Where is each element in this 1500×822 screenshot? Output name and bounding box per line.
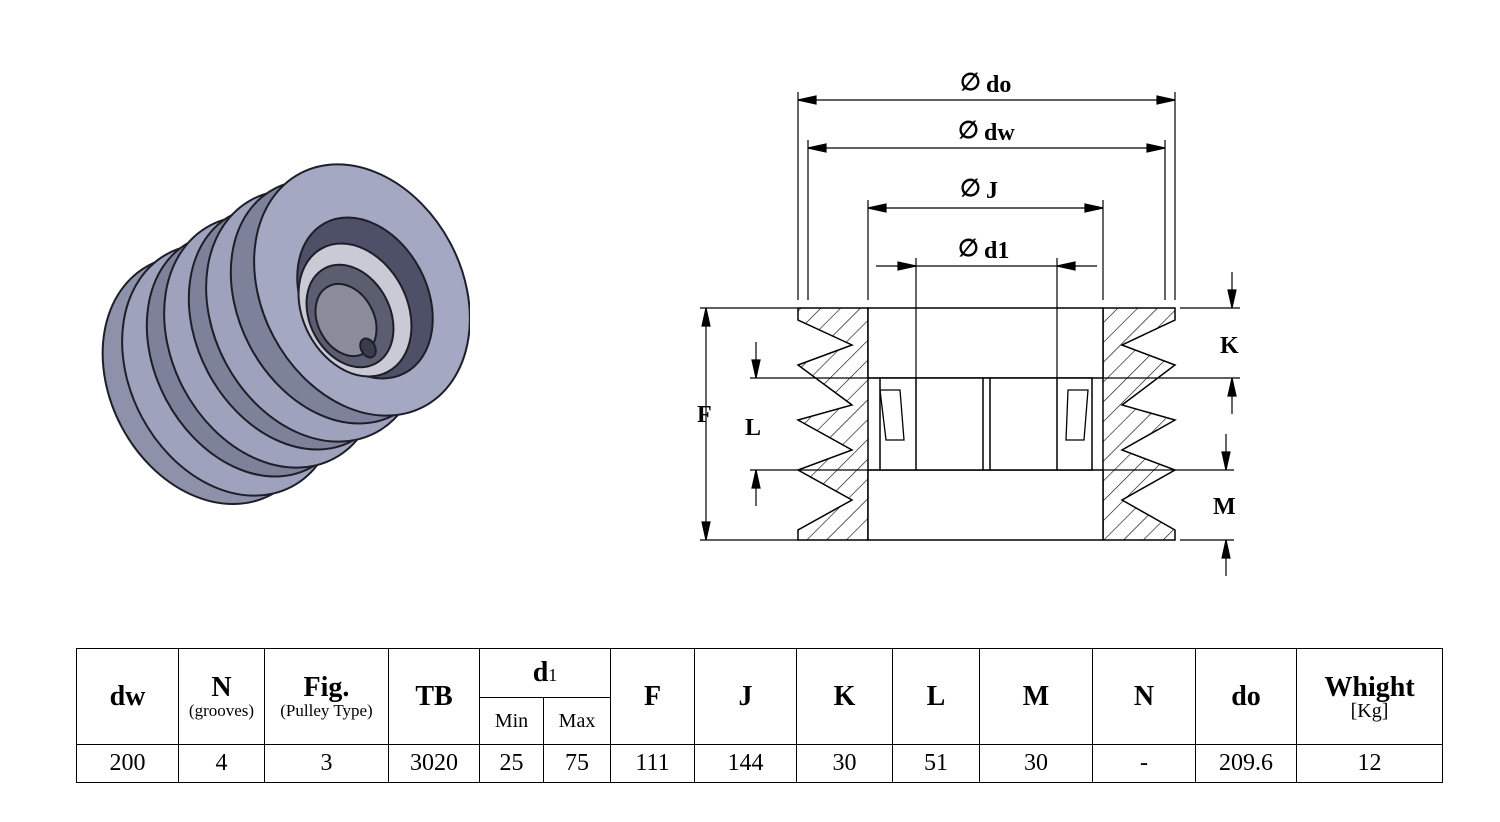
header-weight: Whight[Kg] bbox=[1296, 648, 1444, 745]
dim-label-F: F bbox=[697, 402, 712, 428]
header-d1-min: Min bbox=[479, 697, 544, 745]
header-d1-index: 1 bbox=[548, 665, 558, 685]
table-row: 200 4 3 3020 25 75 111 144 30 51 30 - 20… bbox=[76, 744, 1444, 783]
cell-M: 30 bbox=[979, 744, 1094, 783]
spec-table: dw N(grooves) Fig.(Pulley Type) TB d1 F … bbox=[76, 648, 1444, 783]
dim-symbol-do: ∅ bbox=[960, 70, 981, 96]
cell-d1-max: 75 bbox=[542, 744, 612, 783]
header-L: L bbox=[892, 648, 981, 745]
dim-symbol-d1: ∅ bbox=[958, 236, 979, 262]
header-N2: N bbox=[1092, 648, 1197, 745]
table-header-row: dw N(grooves) Fig.(Pulley Type) TB d1 F … bbox=[76, 648, 1444, 745]
bushing-section bbox=[879, 377, 1093, 471]
dim-label-do: do bbox=[986, 72, 1011, 98]
cell-tb: 3020 bbox=[388, 744, 480, 783]
dim-label-K: K bbox=[1220, 333, 1239, 359]
cell-d1-min: 25 bbox=[479, 744, 544, 783]
dim-label-dw: dw bbox=[984, 120, 1015, 146]
pulley-section-drawing: ∅ do ∅ dw ∅ J ∅ d1 F L K M bbox=[697, 70, 1240, 576]
cell-L: 51 bbox=[892, 744, 981, 783]
dim-label-J: J bbox=[986, 178, 998, 204]
header-tb: TB bbox=[388, 648, 480, 745]
cell-fig: 3 bbox=[264, 744, 389, 783]
header-fig: Fig.(Pulley Type) bbox=[264, 648, 389, 745]
section-body-right bbox=[1102, 307, 1177, 541]
header-F: F bbox=[610, 648, 696, 745]
header-N: N(grooves) bbox=[178, 648, 265, 745]
header-dw: dw bbox=[76, 648, 179, 745]
cell-do: 209.6 bbox=[1195, 744, 1298, 783]
dim-symbol-dw: ∅ bbox=[958, 118, 979, 144]
bore-upper bbox=[867, 307, 1104, 379]
dim-label-L: L bbox=[745, 415, 761, 441]
dim-label-M: M bbox=[1213, 494, 1236, 520]
cell-F: 111 bbox=[610, 744, 696, 783]
dim-symbol-J: ∅ bbox=[960, 176, 981, 202]
section-body-left bbox=[796, 307, 869, 541]
header-M: M bbox=[979, 648, 1094, 745]
header-do: do bbox=[1195, 648, 1298, 745]
cell-dw: 200 bbox=[76, 744, 179, 783]
dim-label-d1: d1 bbox=[984, 238, 1009, 264]
cell-J: 144 bbox=[694, 744, 798, 783]
header-d1-max: Max bbox=[542, 697, 612, 745]
header-d1: d1 bbox=[478, 648, 612, 698]
cell-N: 4 bbox=[178, 744, 265, 783]
cell-weight: 12 bbox=[1296, 744, 1444, 783]
cell-N2: - bbox=[1092, 744, 1197, 783]
cell-K: 30 bbox=[796, 744, 894, 783]
header-J: J bbox=[694, 648, 798, 745]
bore-lower bbox=[867, 469, 1104, 541]
table-subheader-row: Min Max bbox=[77, 697, 1443, 745]
pulley-3d-view bbox=[101, 163, 470, 506]
header-K: K bbox=[796, 648, 894, 745]
